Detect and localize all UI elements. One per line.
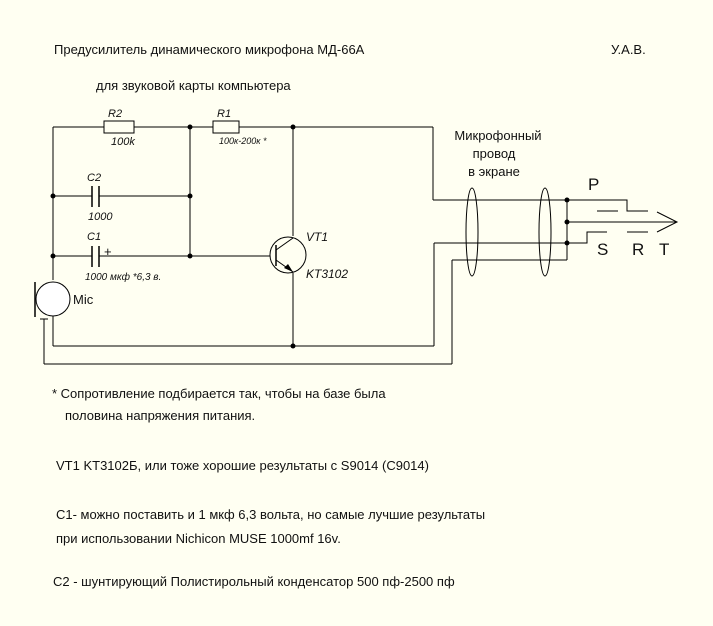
r1-value: 100к-200к *	[219, 136, 267, 146]
junction-dot	[564, 219, 570, 225]
emitter-arrow-icon	[284, 264, 293, 272]
junction-dot	[290, 343, 296, 349]
plug-tip	[656, 211, 679, 233]
plug-label-p: P	[588, 175, 599, 194]
junction-dot	[187, 193, 193, 199]
c1-polarity: +	[104, 244, 112, 259]
junction-dot	[187, 124, 193, 130]
microphone	[35, 281, 71, 317]
cable-label-line1: Микрофонный	[454, 128, 541, 143]
junction-dot	[290, 124, 296, 130]
r2-ref: R2	[108, 108, 122, 120]
vt1-ref: VT1	[306, 230, 328, 244]
note-resistor-line2: половина напряжения питания.	[65, 408, 256, 423]
cable-shield-ellipse	[465, 187, 479, 277]
transistor-vt1	[269, 236, 307, 274]
transistor-collector	[275, 237, 294, 251]
author: У.А.В.	[611, 42, 646, 57]
c1-ref: C1	[87, 231, 101, 243]
note-c1-line2: при использовании Nichicon MUSE 1000mf 1…	[56, 531, 341, 546]
cable-label-line2: провод	[473, 146, 516, 161]
plug-outline	[567, 231, 607, 244]
junction-dot	[50, 253, 56, 259]
c1-value: 1000 мкф *6,3 в.	[85, 271, 161, 283]
resistor-r2	[103, 120, 135, 134]
note-c1-line1: C1- можно поставить и 1 мкф 6,3 вольта, …	[56, 507, 486, 522]
note-c2: C2 - шунтирующий Полистирольный конденса…	[53, 574, 455, 589]
diagram-title: Предусилитель динамического микрофона МД…	[54, 42, 365, 57]
junction-dots	[50, 124, 570, 349]
plug-outline	[567, 199, 648, 212]
r1-ref: R1	[217, 108, 231, 120]
plug-label-r: R	[632, 240, 644, 259]
c2-value: 1000	[88, 211, 113, 223]
junction-dot	[187, 253, 193, 259]
plug-label-t: T	[659, 240, 669, 259]
r2-value: 100k	[111, 136, 135, 148]
note-transistor: VT1 KT3102Б, или тоже хорошие результаты…	[56, 458, 429, 473]
junction-dot	[50, 193, 56, 199]
resistor-r1	[212, 120, 240, 134]
junction-dot	[564, 240, 570, 246]
note-resistor-line1: * Сопротивление подбирается так, чтобы н…	[52, 386, 386, 401]
plug-label-s: S	[597, 240, 608, 259]
cable-shield-ellipse	[538, 187, 552, 277]
diagram-subtitle: для звуковой карты компьютера	[96, 78, 291, 93]
junction-dot	[564, 197, 570, 203]
c2-ref: C2	[87, 172, 101, 184]
mic-label: Mic	[73, 292, 94, 307]
vt1-value: KT3102	[306, 267, 348, 281]
cable-label-line3: в экране	[468, 164, 520, 179]
